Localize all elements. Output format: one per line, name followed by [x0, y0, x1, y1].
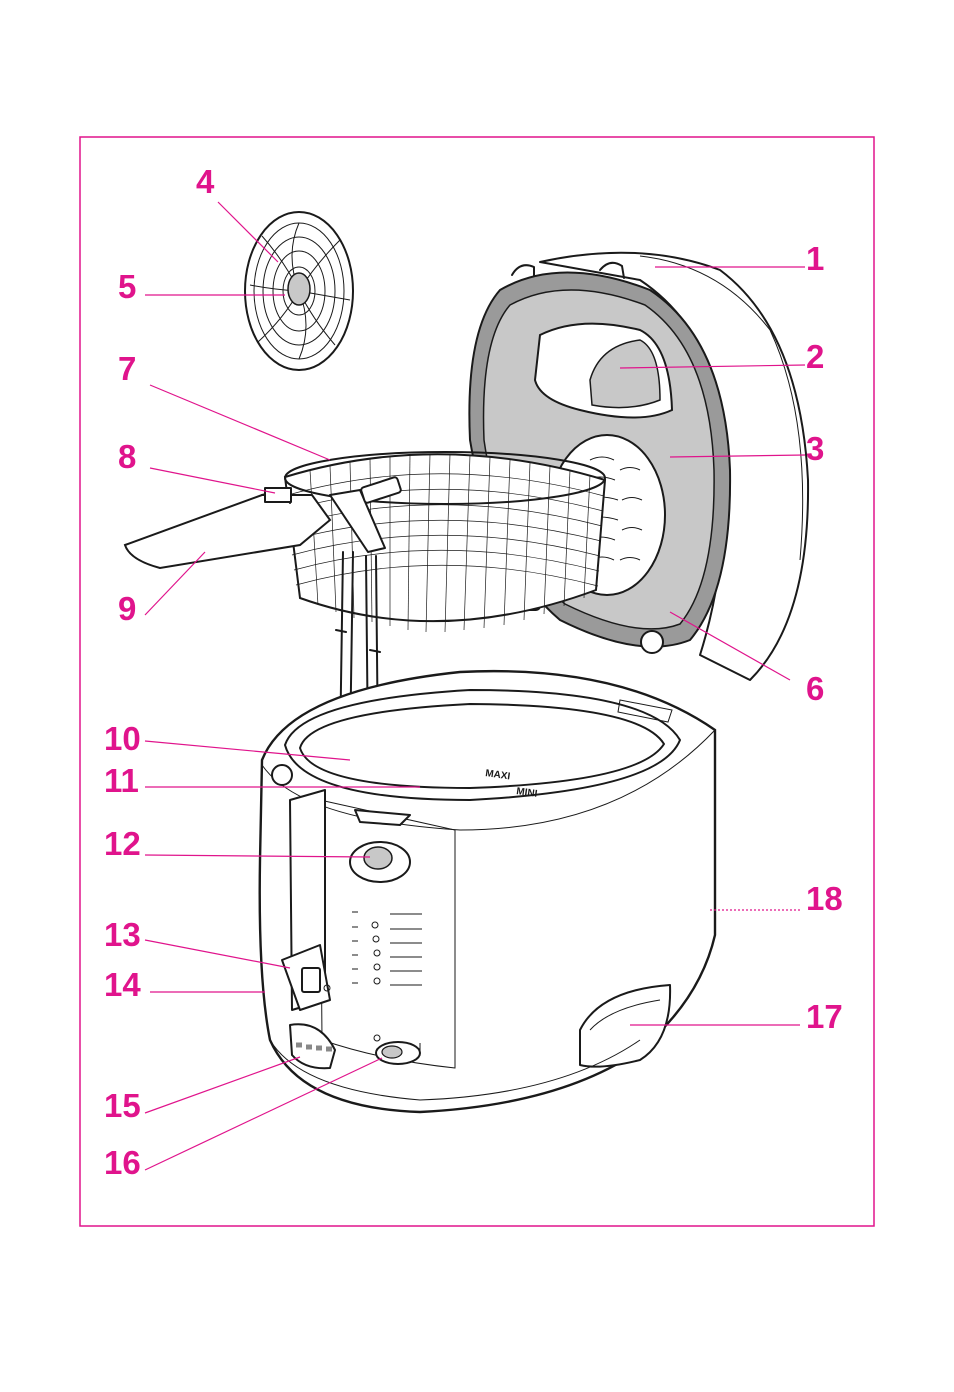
- callout-15: 15: [104, 1087, 141, 1124]
- callout-7: 7: [118, 350, 136, 387]
- fryer-illustration: MAXI MINI: [123, 211, 810, 1114]
- callout-2: 2: [806, 338, 824, 375]
- frying-basket: [123, 451, 607, 768]
- fryer-body: MAXI MINI: [258, 669, 717, 1114]
- callout-3: 3: [806, 430, 824, 467]
- callout-11: 11: [104, 762, 139, 799]
- callout-4: 4: [196, 163, 215, 200]
- callout-10: 10: [104, 720, 141, 757]
- filter-cartridge: [244, 211, 354, 371]
- diagram-border: [79, 136, 875, 1227]
- callout-12: 12: [104, 825, 141, 862]
- callout-9: 9: [118, 590, 136, 627]
- callout-numbers: 4 5 7 8 9 10 11 12 13 14 15 16 1 2 3 6 1…: [104, 163, 843, 1181]
- callout-14: 14: [104, 966, 141, 1003]
- callout-1: 1: [806, 240, 824, 277]
- maxi-mark: MAXI: [485, 768, 512, 782]
- callout-17: 17: [806, 998, 843, 1035]
- callout-5: 5: [118, 268, 136, 305]
- callout-16: 16: [104, 1144, 141, 1181]
- callout-8: 8: [118, 438, 136, 475]
- callout-18: 18: [806, 880, 843, 917]
- callout-13: 13: [104, 916, 141, 953]
- leader-lines: [144, 201, 806, 1171]
- mini-mark: MINI: [516, 786, 539, 800]
- callout-6: 6: [806, 670, 824, 707]
